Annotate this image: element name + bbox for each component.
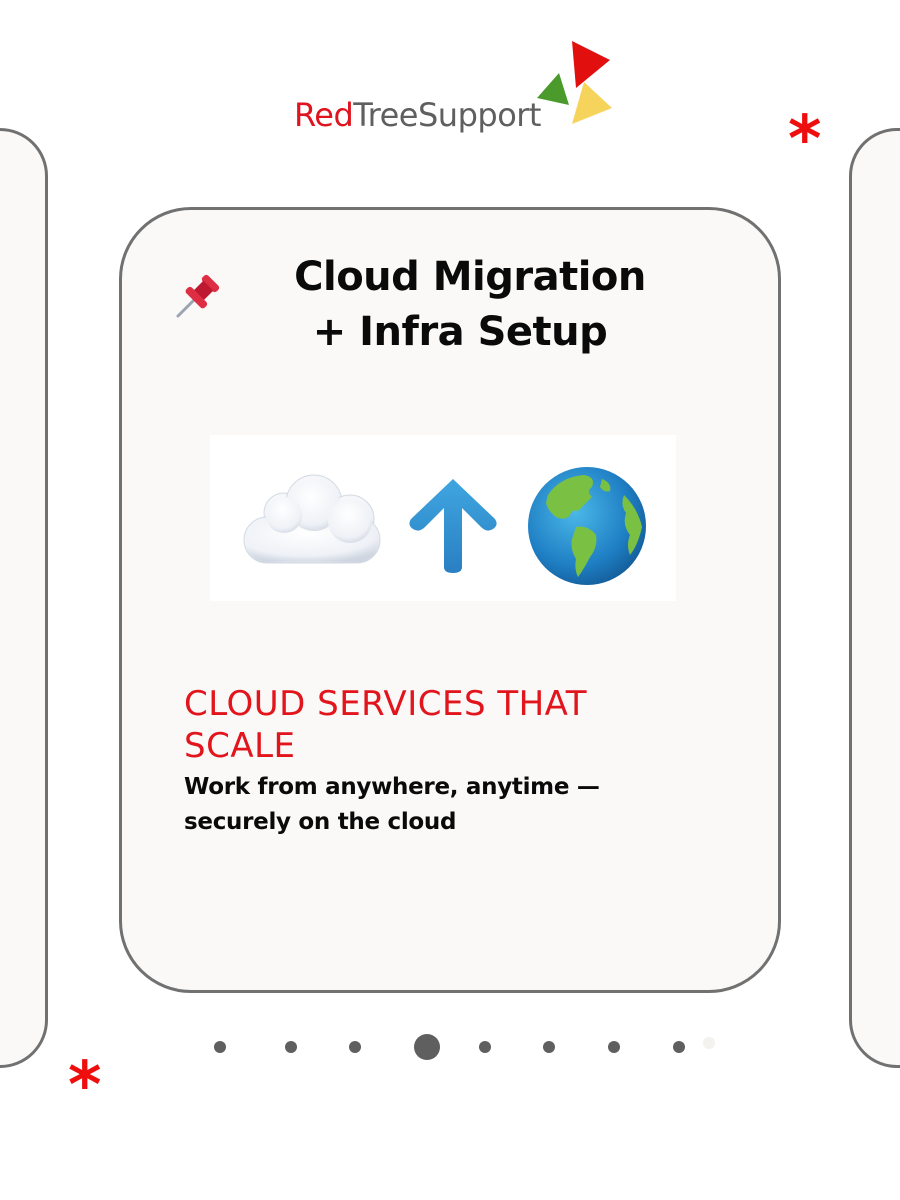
brand-name-red: Red — [294, 96, 354, 134]
logo-triangles-icon — [537, 41, 612, 124]
card-title-line2: + Infra Setup — [312, 309, 608, 355]
carousel-pagination — [0, 1032, 900, 1062]
brand-name-grey: TreeSupport — [353, 96, 541, 134]
previous-slide-card[interactable] — [0, 128, 48, 1068]
carousel-dot-5[interactable] — [479, 1041, 491, 1053]
carousel-dot-6[interactable] — [543, 1041, 555, 1053]
service-card: Cloud Migration + Infra Setup — [119, 207, 781, 993]
card-title-line1: Cloud Migration — [294, 254, 646, 300]
carousel-dot-4-active[interactable] — [414, 1034, 440, 1060]
asterisk-decoration-top-right: * — [788, 103, 822, 177]
globe-americas-icon — [528, 467, 646, 585]
brand-wordmark: RedTreeSupport — [294, 96, 541, 134]
carousel-dot-1[interactable] — [214, 1041, 226, 1053]
carousel-dot-2[interactable] — [285, 1041, 297, 1053]
carousel-dot-9[interactable] — [703, 1037, 715, 1049]
card-description: Work from anywhere, anytime — securely o… — [184, 774, 600, 835]
card-title: Cloud Migration + Infra Setup — [122, 250, 778, 360]
carousel-dot-8[interactable] — [673, 1041, 685, 1053]
emoji-illustration — [210, 435, 676, 601]
up-arrow-icon — [409, 479, 497, 573]
carousel-dot-3[interactable] — [349, 1041, 361, 1053]
brand-logo: RedTreeSupport — [292, 38, 622, 138]
pushpin-icon — [176, 274, 220, 318]
carousel-dot-7[interactable] — [608, 1041, 620, 1053]
cloud-icon — [243, 474, 381, 564]
asterisk-decoration-bottom-left: * — [68, 1049, 102, 1123]
next-slide-card[interactable] — [849, 128, 900, 1068]
card-tagline: CLOUD SERVICES THAT SCALE — [184, 684, 588, 766]
